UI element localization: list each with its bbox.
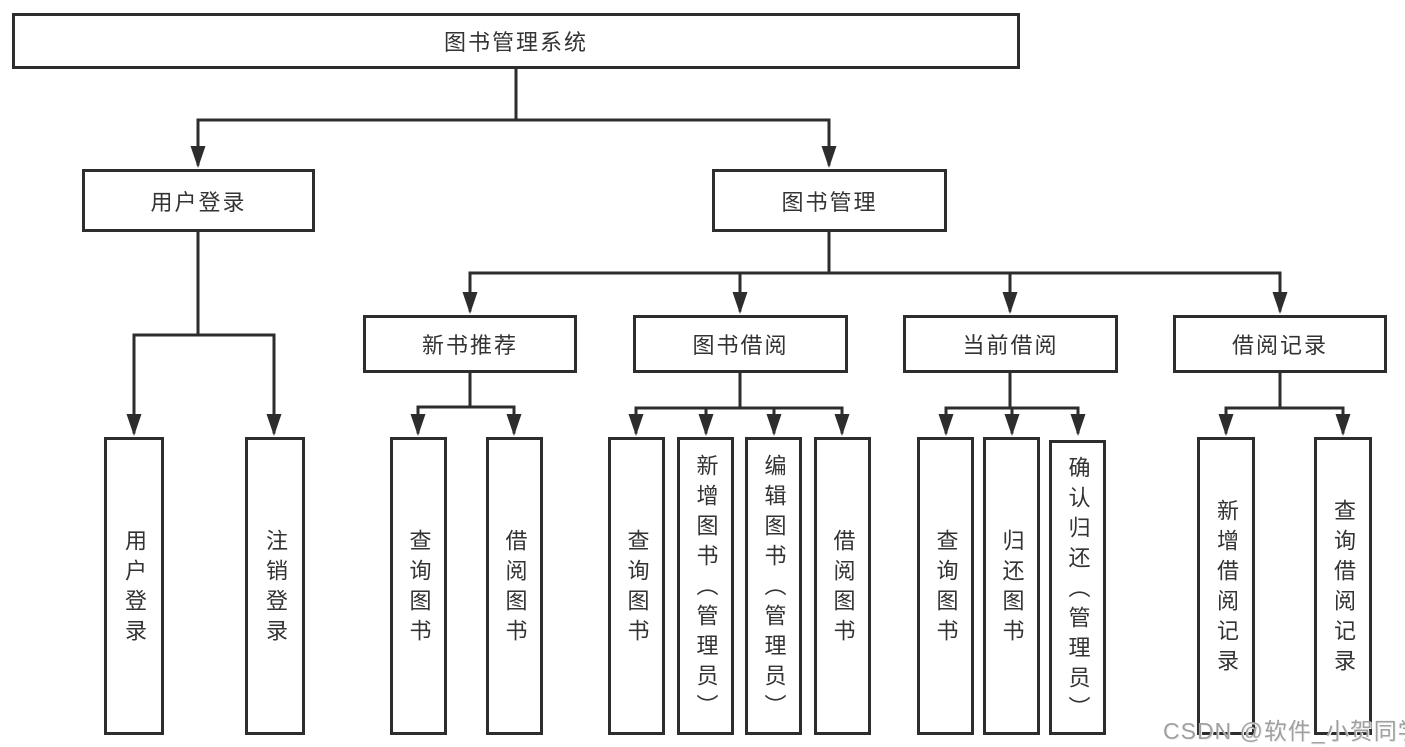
leaf-borrow-add-books-admin: 新增图书（管理员） — [677, 437, 734, 735]
leaf-borrow-edit-books-admin: 编辑图书（管理员） — [745, 437, 802, 735]
arrow-down-icon — [410, 414, 426, 436]
arrow-down-icon — [698, 414, 714, 436]
arrow-down-icon — [1002, 292, 1018, 314]
arrow-down-icon — [1218, 414, 1234, 436]
leaf-borrow-borrow-books: 借阅图书 — [814, 437, 871, 735]
node-new-book-recommend: 新书推荐 — [363, 315, 577, 373]
arrow-down-icon — [1272, 292, 1288, 314]
leaf-current-query-books: 查询图书 — [917, 437, 974, 735]
arrow-down-icon — [1070, 414, 1086, 436]
connector-path — [132, 67, 1345, 434]
node-user-login: 用户登录 — [82, 169, 315, 232]
leaf-recommend-query-books: 查询图书 — [390, 437, 447, 735]
leaf-records-add-record: 新增借阅记录 — [1197, 437, 1255, 735]
node-current-borrow: 当前借阅 — [903, 315, 1118, 373]
arrow-down-icon — [1335, 414, 1351, 436]
arrow-down-icon — [190, 146, 206, 168]
arrow-down-icon — [506, 414, 522, 436]
arrow-down-icon — [938, 414, 954, 436]
arrow-down-icon — [462, 292, 478, 314]
arrow-down-icon — [821, 146, 837, 168]
arrow-down-icon — [732, 292, 748, 314]
leaf-current-return-books: 归还图书 — [983, 437, 1040, 735]
arrow-down-icon — [266, 414, 282, 436]
node-root: 图书管理系统 — [12, 13, 1020, 69]
arrow-down-icon — [834, 414, 850, 436]
leaf-current-confirm-return-admin: 确认归还（管理员） — [1049, 440, 1106, 735]
node-book-management: 图书管理 — [712, 169, 947, 232]
leaf-records-query-record: 查询借阅记录 — [1314, 437, 1372, 735]
leaf-logout: 注销登录 — [245, 437, 305, 735]
arrow-down-icon — [126, 414, 142, 436]
arrow-down-icon — [1004, 414, 1020, 436]
node-borrow-records: 借阅记录 — [1173, 315, 1387, 373]
leaf-borrow-query-books: 查询图书 — [608, 437, 665, 735]
arrow-down-icon — [628, 414, 644, 436]
node-book-borrow: 图书借阅 — [633, 315, 848, 373]
watermark: CSDN @软件_小贺同学 — [1163, 718, 1405, 744]
leaf-user-login: 用户登录 — [104, 437, 164, 735]
leaf-recommend-borrow-books: 借阅图书 — [486, 437, 543, 735]
arrow-down-icon — [766, 414, 782, 436]
